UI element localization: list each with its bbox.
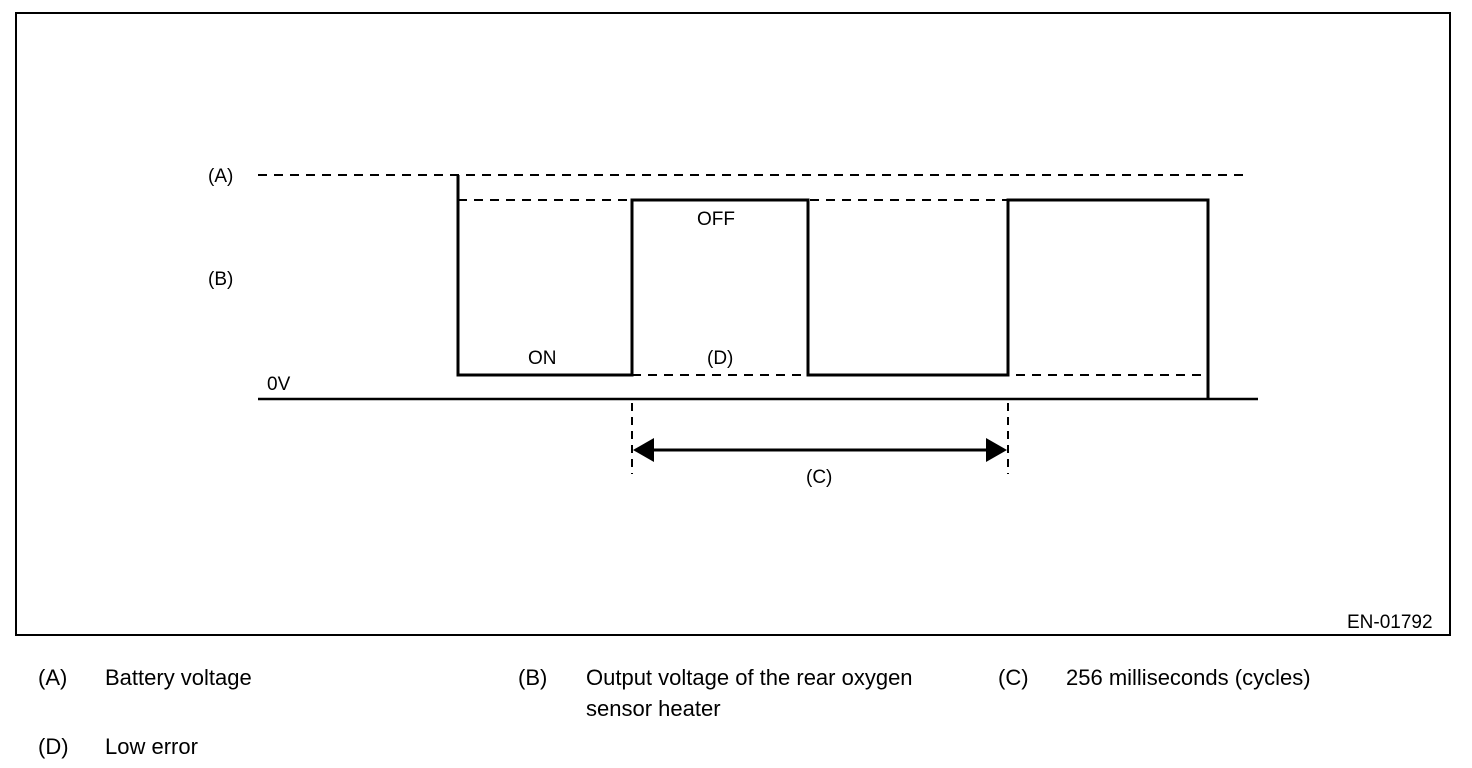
legend-text-a: Battery voltage [105,665,252,690]
legend-key-b: (B) [518,665,548,690]
marker-a-label: (A) [208,166,233,187]
legend-text-b-line2: sensor heater [586,696,721,721]
marker-d-label: (D) [707,348,733,369]
legend-text-b: Output voltage of the rear oxygen [586,665,913,690]
legend-key-d: (D) [38,734,69,759]
legend-key-a: (A) [38,665,68,690]
cycle-arrow-right-head [986,438,1007,462]
state-off-label: OFF [697,209,735,230]
figure-id: EN-01792 [1347,612,1433,633]
square-wave-signal [456,175,1210,399]
cycle-arrow-left-head [633,438,654,462]
diagram-frame [15,12,1451,636]
legend-text-d: Low error [105,734,198,759]
state-on-label: ON [528,348,557,369]
legend-key-c: (C) [998,665,1029,690]
marker-b-label: (B) [208,269,233,290]
legend-text-c: 256 milliseconds (cycles) [1066,665,1311,690]
marker-c-label: (C) [806,467,832,488]
zero-volt-label: 0V [267,374,291,395]
